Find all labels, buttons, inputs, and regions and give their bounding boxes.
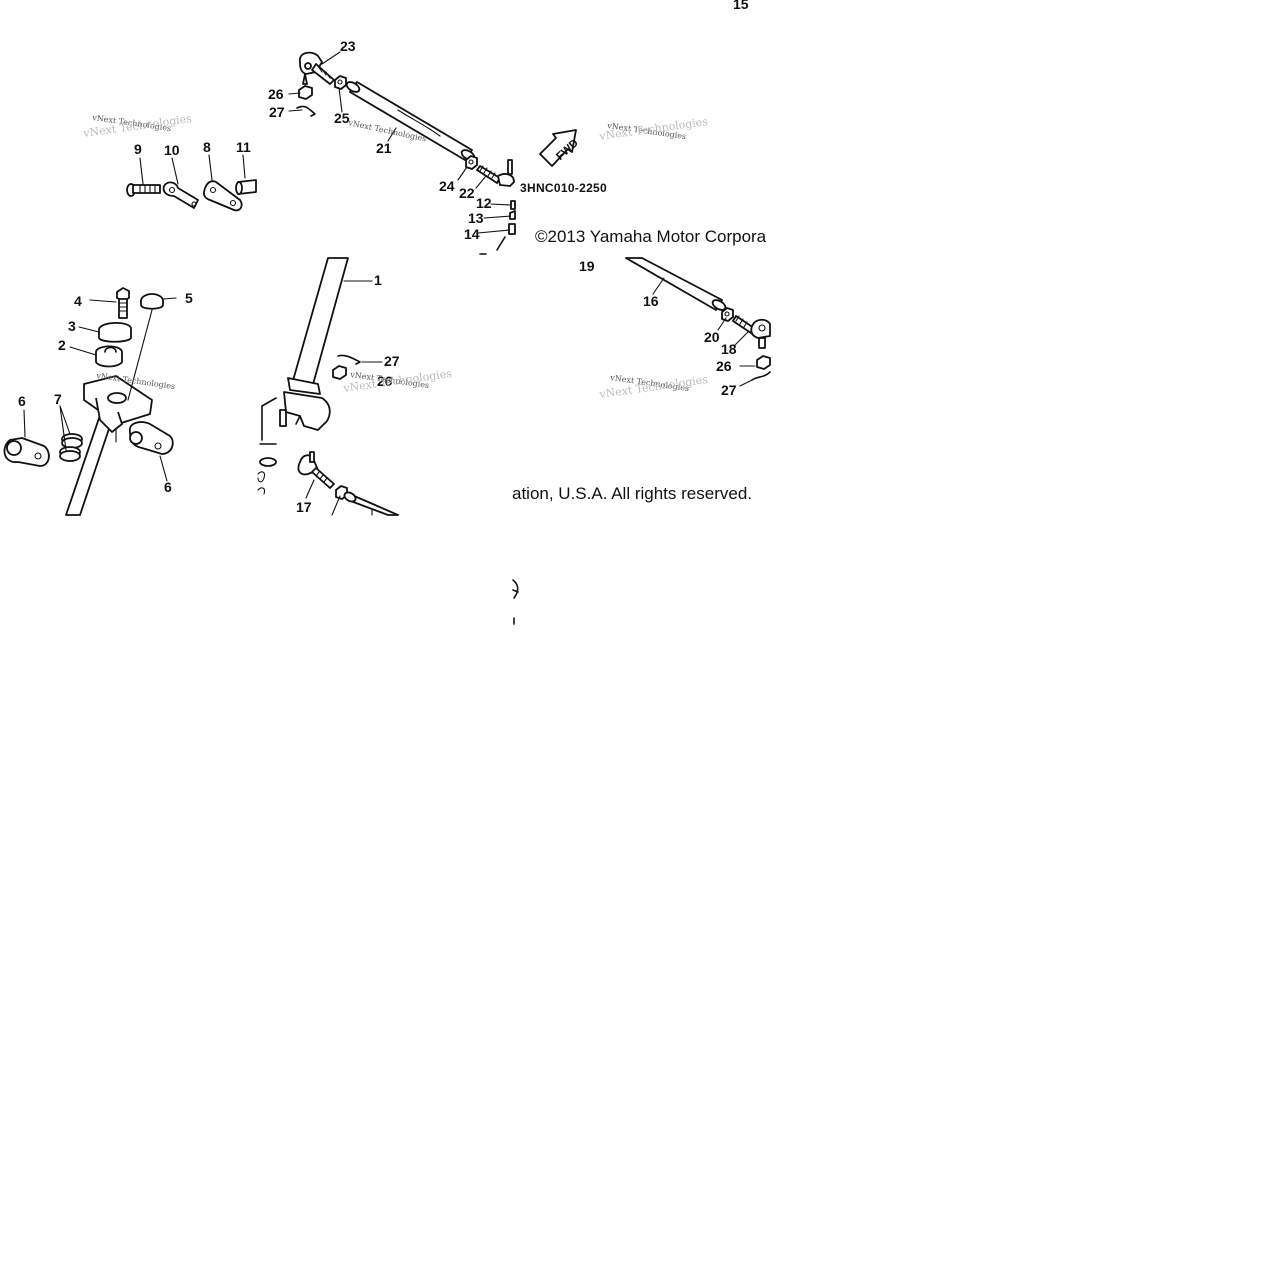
nut-25 <box>334 75 347 90</box>
holder-2 <box>95 345 123 368</box>
svg-text:24: 24 <box>439 178 455 194</box>
cap-5 <box>140 293 164 310</box>
svg-text:18: 18 <box>721 341 737 357</box>
bushing-6-left <box>3 437 50 467</box>
svg-text:25: 25 <box>334 110 350 126</box>
nut-26-right <box>756 355 771 370</box>
holder-3 <box>98 322 132 343</box>
tile-top-center: FWD 23 26 27 25 21 24 22 12 13 14 15 3HN… <box>268 0 749 255</box>
rod-end-18 <box>732 315 771 349</box>
svg-text:6: 6 <box>18 393 26 409</box>
tie-rod-21 <box>345 81 476 161</box>
svg-text:vNext Technologies: vNext Technologies <box>598 115 709 143</box>
clamp-7 <box>59 433 83 462</box>
svg-text:26: 26 <box>377 373 393 389</box>
tile-middle-left: 4 5 3 2 6 7 6 vNext Technologies <box>3 287 193 516</box>
bolt-9 <box>126 183 161 197</box>
svg-text:15: 15 <box>733 0 749 12</box>
svg-text:4: 4 <box>74 293 82 309</box>
svg-text:26: 26 <box>716 358 732 374</box>
svg-text:13: 13 <box>468 210 484 226</box>
drawing-code: 3HNC010-2250 <box>520 181 607 195</box>
svg-text:14: 14 <box>464 226 480 242</box>
tile-top-left: 9 10 8 11 vNext Technologies vNext Techn… <box>82 112 257 212</box>
svg-text:3: 3 <box>68 318 76 334</box>
lock-washer-10 <box>162 181 199 209</box>
svg-text:21: 21 <box>376 140 392 156</box>
cotter-pin-27-right <box>751 371 771 381</box>
cotter-pin-27-mid <box>337 354 361 365</box>
fwd-arrow-icon: FWD <box>539 129 581 167</box>
svg-text:17: 17 <box>296 499 312 515</box>
fragment-bottom <box>512 579 519 625</box>
svg-text:19: 19 <box>579 258 595 274</box>
nut-24 <box>465 155 478 170</box>
svg-text:6: 6 <box>164 479 172 495</box>
svg-text:10: 10 <box>164 142 180 158</box>
spring-washers <box>257 457 277 495</box>
rod-end-23 <box>299 51 335 85</box>
svg-text:8: 8 <box>203 139 211 155</box>
svg-text:27: 27 <box>269 104 285 120</box>
svg-text:2: 2 <box>58 337 66 353</box>
svg-text:26: 26 <box>268 86 284 102</box>
svg-text:5: 5 <box>185 290 193 306</box>
nut-26-mid <box>332 365 347 380</box>
steering-parts-12-14 <box>479 200 516 255</box>
steering-column-1 <box>279 257 349 431</box>
tie-rod-16-partial <box>343 491 399 516</box>
column-bracket <box>83 375 153 443</box>
cotter-pin-27-top <box>296 105 316 117</box>
bushing-6-right <box>129 421 174 455</box>
tie-rod-16 <box>625 257 727 311</box>
svg-text:23: 23 <box>340 38 356 54</box>
copyright-fragment-2: ation, U.S.A. All rights reserved. <box>512 484 752 503</box>
svg-text:27: 27 <box>384 353 400 369</box>
svg-text:27: 27 <box>721 382 737 398</box>
svg-text:7: 7 <box>54 391 62 407</box>
tile-middle-center: 1 27 26 17 vN <box>257 257 453 516</box>
svg-text:20: 20 <box>704 329 720 345</box>
svg-text:12: 12 <box>476 195 492 211</box>
bolt-4 <box>116 287 130 319</box>
rod-end-22 <box>476 159 515 187</box>
svg-text:16: 16 <box>643 293 659 309</box>
collar-11 <box>235 179 257 195</box>
copyright-fragment-1: ©2013 Yamaha Motor Corpora <box>535 227 767 246</box>
nut-26-top <box>298 85 313 100</box>
svg-text:11: 11 <box>236 139 251 155</box>
rod-end-17 <box>297 451 335 489</box>
plate-8 <box>203 180 243 212</box>
svg-text:22: 22 <box>459 185 475 201</box>
svg-text:1: 1 <box>374 272 382 288</box>
tile-middle-right: 16 19 20 18 26 27 vNext Technologies vNe… <box>579 257 771 401</box>
svg-text:9: 9 <box>134 141 142 157</box>
nut-20 <box>721 307 734 322</box>
